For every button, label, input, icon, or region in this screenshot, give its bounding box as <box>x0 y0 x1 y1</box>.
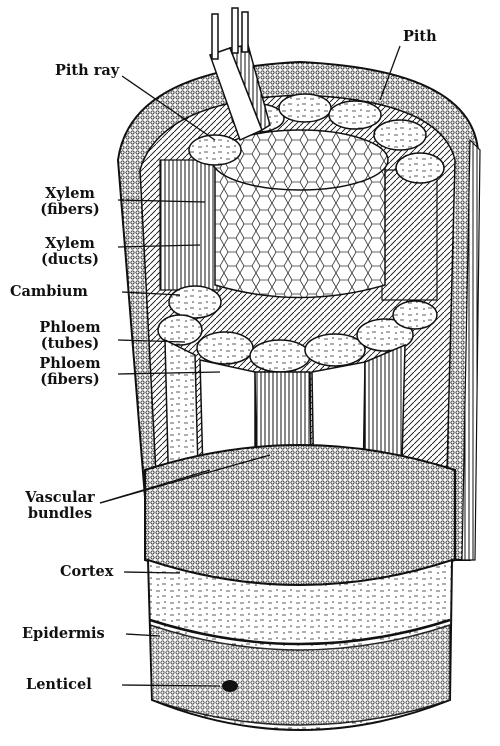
label-xylem-ducts-line1: Xylem <box>30 236 110 252</box>
label-phloem-tubes-line2: (tubes) <box>30 336 110 352</box>
label-cambium: Cambium <box>10 284 88 300</box>
label-xylem-fibers: Xylem (fibers) <box>30 186 110 218</box>
label-cortex: Cortex <box>60 564 113 580</box>
label-pith: Pith <box>403 29 437 45</box>
xylem-fibers-region <box>160 160 220 290</box>
label-phloem-fibers-line1: Phloem <box>30 356 110 372</box>
xylem-right-region <box>382 170 437 300</box>
label-epidermis: Epidermis <box>22 626 105 642</box>
label-vascular-bundles-line1: Vascular <box>18 490 102 506</box>
label-phloem-tubes: Phloem (tubes) <box>30 320 110 352</box>
label-lenticel: Lenticel <box>26 677 92 693</box>
label-phloem-fibers: Phloem (fibers) <box>30 356 110 388</box>
cortex-band <box>145 445 455 585</box>
label-vascular-bundles-line2: bundles <box>18 506 102 522</box>
label-xylem-ducts: Xylem (ducts) <box>30 236 110 268</box>
lenticel-mark <box>222 680 238 692</box>
label-xylem-fibers-line1: Xylem <box>30 186 110 202</box>
label-phloem-fibers-line2: (fibers) <box>30 372 110 388</box>
pith-top <box>212 130 388 190</box>
label-xylem-fibers-line2: (fibers) <box>30 202 110 218</box>
label-phloem-tubes-line1: Phloem <box>30 320 110 336</box>
label-pith-ray: Pith ray <box>55 63 119 79</box>
label-xylem-ducts-line2: (ducts) <box>30 252 110 268</box>
label-vascular-bundles: Vascular bundles <box>18 490 102 522</box>
